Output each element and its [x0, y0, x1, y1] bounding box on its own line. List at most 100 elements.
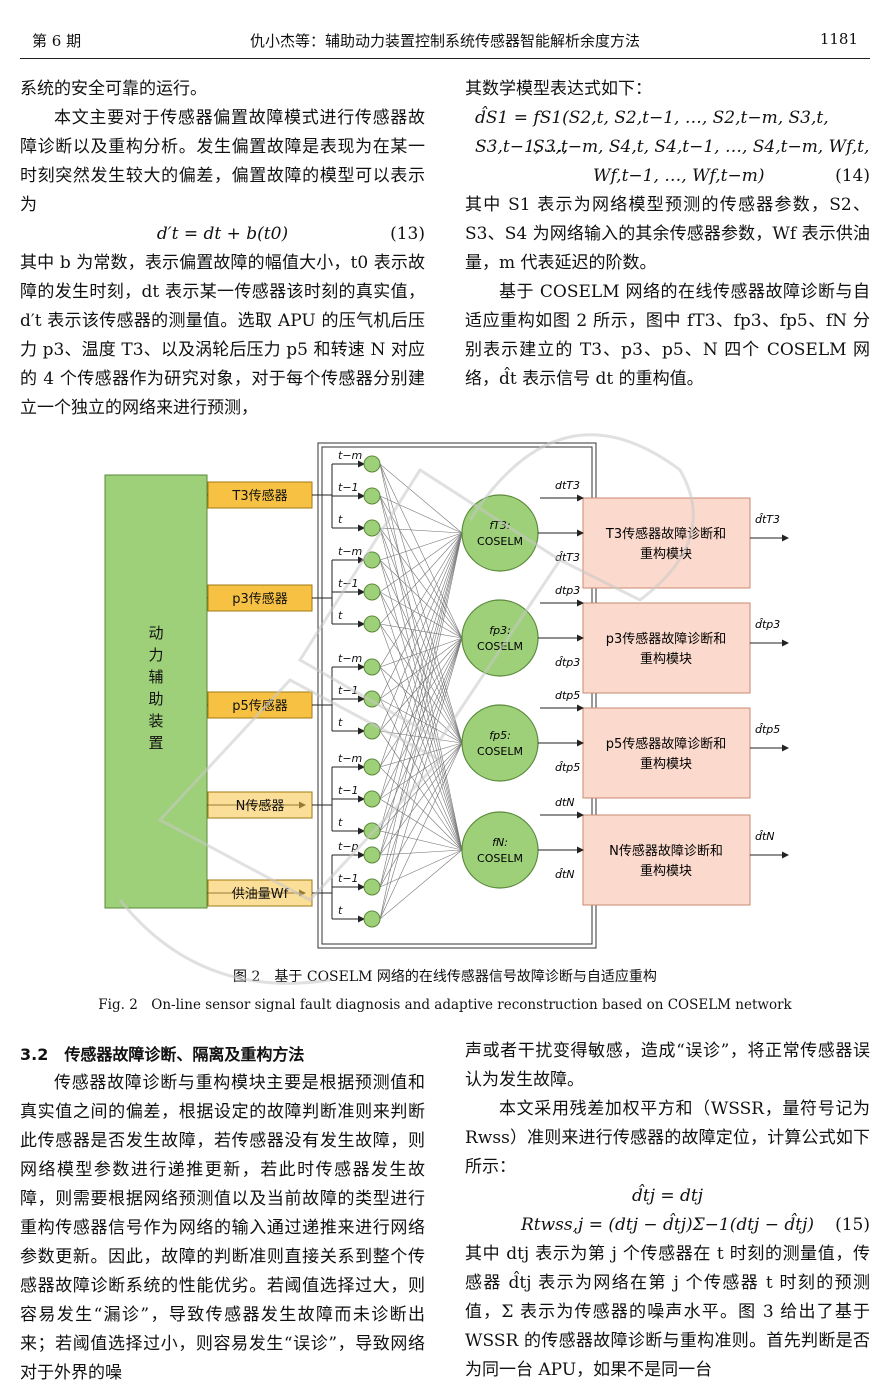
coselm-node: [461, 599, 539, 677]
delay-label: t−m: [338, 652, 362, 665]
delay-label: t−m: [338, 449, 362, 462]
input-node: [363, 487, 381, 505]
input-node: [363, 519, 381, 537]
equation-14-line3: Wf,t−1, …, Wf,t−m)(14): [593, 166, 870, 186]
module-label-line2: 重构模块: [640, 546, 692, 562]
net-name-label: COSELM: [477, 745, 523, 758]
delay-label: t−p: [338, 840, 359, 853]
delay-label: t−1: [338, 577, 359, 590]
reconstructed-signal-label: d̂tp3: [555, 656, 580, 669]
sensor-label: T3传感器: [231, 488, 287, 504]
module-box: [582, 602, 751, 694]
input-node: [363, 690, 381, 708]
output-signal-label: d̂tp5: [755, 723, 780, 736]
delay-label: t−m: [338, 545, 362, 558]
module-label-line1: p5传感器故障诊断和: [606, 736, 727, 752]
coselm-node: [461, 811, 539, 889]
module-label-line1: p3传感器故障诊断和: [606, 631, 727, 647]
equation-14-line1: d̂S1 = fS1(S2,t, S2,t−1, …, S2,t−m, S3,t…: [475, 108, 829, 157]
paragraph: 基于 COSELM 网络的在线传感器故障诊断与自适应重构如图 2 所示，图中 f…: [465, 282, 870, 389]
delay-label: t: [338, 609, 343, 622]
input-node: [363, 822, 381, 840]
input-node: [363, 846, 381, 864]
running-header: 第 6 期 仇小杰等：辅助动力装置控制系统传感器智能解析余度方法 1181: [20, 30, 870, 54]
running-title: 仇小杰等：辅助动力装置控制系统传感器智能解析余度方法: [249, 32, 640, 50]
measured-signal-label: dtp3: [555, 584, 580, 597]
paragraph: 本文采用残差加权平方和（WSSR，量符号记为 Rwss）准则来进行传感器的故障定…: [465, 1099, 870, 1177]
issue-number: 第 6 期: [32, 32, 82, 50]
measured-signal-label: dtT3: [555, 479, 580, 492]
input-node: [363, 615, 381, 633]
measured-signal-label: dtp5: [555, 689, 580, 702]
left-column-top: 系统的安全可靠的运行。 本文主要对于传感器偏置故障模式进行传感器故障诊断以及重构…: [20, 75, 425, 423]
input-node: [363, 722, 381, 740]
paragraph: 传感器故障诊断与重构模块主要是根据预测值和真实值之间的偏差，根据设定的故障判断准…: [20, 1073, 425, 1383]
net-function-label: fN:: [492, 836, 508, 849]
module-label-line1: N传感器故障诊断和: [609, 843, 723, 859]
page-number: 1181: [819, 30, 858, 48]
reconstructed-signal-label: d̂tp5: [555, 761, 580, 774]
sensor-label: p3传感器: [232, 591, 288, 607]
delay-label: t−1: [338, 481, 359, 494]
measured-signal-label: dtN: [555, 796, 575, 809]
input-node: [363, 758, 381, 776]
equation-a: d̂tj = dtj: [631, 1186, 704, 1206]
input-node: [363, 658, 381, 676]
figure-caption-zh: 图 2 基于 COSELM 网络的在线传感器信号故障诊断与自适应重构: [233, 969, 657, 985]
right-column-top: 其数学模型表达式如下： d̂S1 = fS1(S2,t, S2,t−1, …, …: [465, 75, 870, 394]
delay-label: t: [338, 513, 343, 526]
delay-label: t−1: [338, 684, 359, 697]
module-box: [582, 814, 751, 906]
output-signal-label: d̂tT3: [755, 513, 780, 526]
delay-label: t: [338, 904, 343, 917]
reconstructed-signal-label: d̂tT3: [555, 551, 580, 564]
input-node: [363, 455, 381, 473]
output-signal-label: d̂tp3: [755, 618, 780, 631]
paragraph: 本文主要对于传感器偏置故障模式进行传感器故障诊断以及重构分析。发生偏置故障是表现…: [20, 108, 425, 215]
module-label-line2: 重构模块: [640, 863, 692, 879]
delay-label: t−1: [338, 784, 359, 797]
paragraph: 其中 b 为常数，表示偏置故障的幅值大小，t0 表示故障的发生时刻，dt 表示某…: [20, 253, 425, 418]
net-name-label: COSELM: [477, 852, 523, 865]
coselm-node: [461, 494, 539, 572]
header-rule: [20, 58, 870, 59]
left-column-bottom: 3.2 传感器故障诊断、隔离及重构方法 传感器故障诊断与重构模块主要是根据预测值…: [20, 1040, 425, 1388]
net-function-label: fp5:: [489, 729, 511, 742]
paragraph: 系统的安全可靠的运行。: [20, 79, 207, 99]
input-node: [363, 878, 381, 896]
input-node: [363, 551, 381, 569]
input-node: [363, 910, 381, 928]
coselm-node: [461, 704, 539, 782]
module-label-line1: T3传感器故障诊断和: [605, 526, 726, 542]
net-name-label: COSELM: [477, 535, 523, 548]
input-node: [363, 583, 381, 601]
right-column-bottom: 声或者干扰变得敏感，造成“误诊”，将正常传感器误认为发生故障。 本文采用残差加权…: [465, 1037, 870, 1385]
paragraph: 其中 S1 表示为网络模型预测的传感器参数，S2、S3、S4 为网络输入的其余传…: [465, 195, 870, 273]
sensor-box: [207, 584, 313, 612]
paragraph: 其中 dtj 表示为第 j 个传感器在 t 时刻的测量值，传感器 d̂tj 表示…: [465, 1244, 870, 1380]
sensor-label: N传感器: [236, 798, 285, 814]
net-name-label: COSELM: [477, 640, 523, 653]
module-box: [582, 707, 751, 799]
module-label-line2: 重构模块: [640, 651, 692, 667]
delay-label: t: [338, 716, 343, 729]
sensor-label: 供油量Wf: [232, 887, 289, 902]
delay-label: t−m: [338, 752, 362, 765]
module-box: [582, 497, 751, 589]
equation-14-line2: S3,t−m, S4,t, S4,t−1, …, S4,t−m, Wf,t,: [533, 137, 870, 157]
net-function-label: fp3:: [489, 624, 511, 637]
output-signal-label: d̂tN: [755, 830, 775, 843]
figure-caption-en: Fig. 2 On-line sensor signal fault diagn…: [98, 997, 792, 1013]
equation-13: d′t = dt + b(t0) (13): [156, 224, 425, 244]
delay-label: t: [338, 816, 343, 829]
reconstructed-signal-label: d̂tN: [555, 868, 575, 881]
delay-label: t−1: [338, 872, 359, 885]
paragraph: 声或者干扰变得敏感，造成“误诊”，将正常传感器误认为发生故障。: [465, 1041, 870, 1090]
paragraph: 其数学模型表达式如下：: [465, 79, 652, 99]
section-heading: 3.2 传感器故障诊断、隔离及重构方法: [20, 1045, 305, 1064]
sensor-label: p5传感器: [232, 698, 288, 714]
net-function-label: fT3:: [489, 519, 510, 532]
module-label-line2: 重构模块: [640, 756, 692, 772]
input-node: [363, 790, 381, 808]
